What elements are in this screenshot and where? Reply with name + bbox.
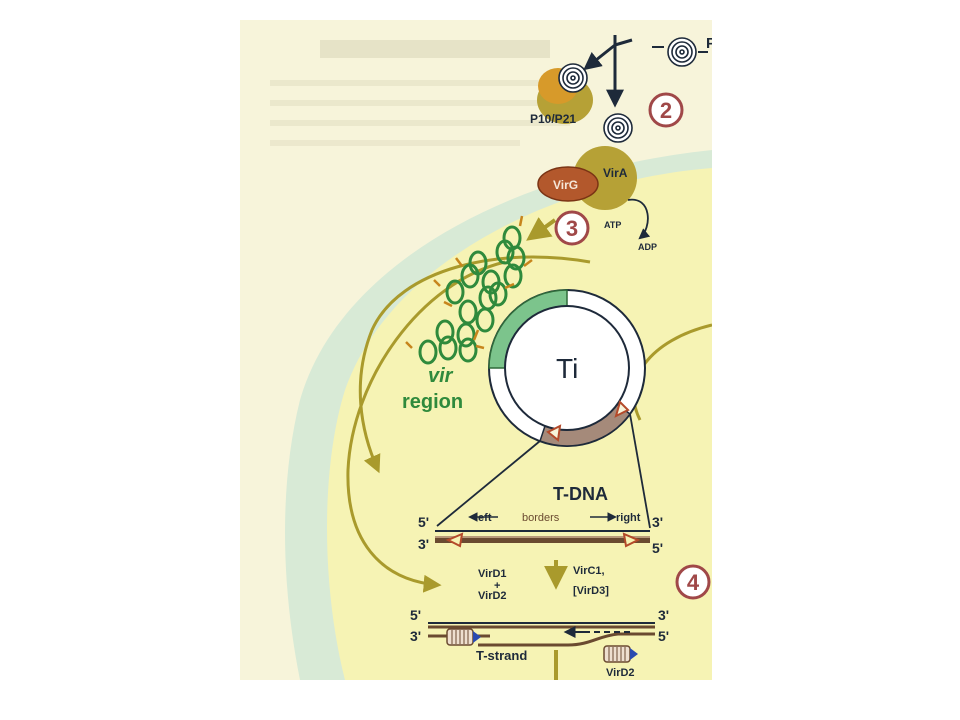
label-step-3: 3 xyxy=(566,216,578,241)
label-vir: vir xyxy=(428,365,454,387)
label-3prime-bl: 3' xyxy=(418,536,429,552)
label-virg: VirG xyxy=(553,178,578,192)
label-vird2-bottom: VirD2 xyxy=(606,667,635,679)
label-5prime-tl: 5' xyxy=(418,514,429,530)
label-vira: VirA xyxy=(603,166,628,180)
label-3prime-tr: 3' xyxy=(652,514,663,530)
label-step-2: 2 xyxy=(660,98,672,123)
border-right-ds xyxy=(622,532,641,548)
label-region: region xyxy=(402,391,463,413)
label-5prime-l2: 5' xyxy=(410,607,421,623)
ti-ring-inner xyxy=(504,305,630,431)
membrane-proteins xyxy=(537,35,708,240)
tdna-expansion xyxy=(436,413,651,529)
label-left: left xyxy=(475,512,492,524)
label-right: right xyxy=(616,512,641,524)
label-plus: + xyxy=(494,580,500,592)
signal-molecule-2 xyxy=(603,113,633,143)
step-4-circle xyxy=(675,564,711,600)
left-border-marker xyxy=(546,424,562,442)
label-adp: ADP xyxy=(638,242,657,252)
virg-protein xyxy=(537,166,599,202)
vird2-right-pointer xyxy=(630,648,638,660)
vir-proteins xyxy=(418,225,526,365)
label-vird1: VirD1 xyxy=(478,568,507,580)
border-left-ds xyxy=(445,532,464,548)
vird2-left-stripes xyxy=(451,630,469,644)
right-border-marker xyxy=(614,400,630,418)
signal-arrows xyxy=(346,217,712,680)
ti-plasmid xyxy=(488,289,646,447)
dsdna-bottom xyxy=(428,622,655,663)
label-ti: Ti xyxy=(556,353,578,384)
vird2-right-stripes xyxy=(608,647,626,661)
label-tstrand: T-strand xyxy=(476,648,527,663)
step-2-circle xyxy=(648,92,684,128)
signal-molecule-3 xyxy=(667,37,697,67)
label-p10p21: P10/P21 xyxy=(530,112,576,126)
figure-panel: P P10/P21 VirA VirG ATP ADP 2 3 4 vir re… xyxy=(240,20,716,680)
faint-page-text xyxy=(270,40,570,146)
arrow-to-left xyxy=(358,255,591,474)
label-p: P xyxy=(706,35,716,52)
step-3-circle xyxy=(554,210,590,246)
t-strand-line xyxy=(478,632,655,647)
label-3prime-l3: 3' xyxy=(410,628,421,644)
label-borders: borders xyxy=(522,512,560,524)
label-vird3: [VirD3] xyxy=(573,585,609,597)
signal-arrow-branch xyxy=(614,38,633,47)
arrow-step3 xyxy=(526,217,557,241)
label-5prime-br: 5' xyxy=(652,540,663,556)
label-3prime-r2: 3' xyxy=(658,607,669,623)
label-5prime-r3: 5' xyxy=(658,628,669,644)
atp-arrow xyxy=(627,199,651,240)
vir-protein-tags xyxy=(405,215,533,350)
arrow-to-vird xyxy=(346,260,506,593)
label-tdna: T-DNA xyxy=(553,484,608,504)
signal-arrow-left xyxy=(583,43,616,71)
label-atp: ATP xyxy=(604,220,621,230)
signal-molecule-1 xyxy=(558,63,588,93)
label-step-4: 4 xyxy=(687,570,700,595)
label-virc1: VirC1, xyxy=(573,565,605,577)
label-vird2: VirD2 xyxy=(478,590,507,602)
labels: P P10/P21 VirA VirG ATP ADP 2 3 4 vir re… xyxy=(402,35,716,679)
dsdna-top xyxy=(435,512,650,548)
vird2-left-pointer xyxy=(473,631,481,643)
step-markers xyxy=(554,92,711,600)
